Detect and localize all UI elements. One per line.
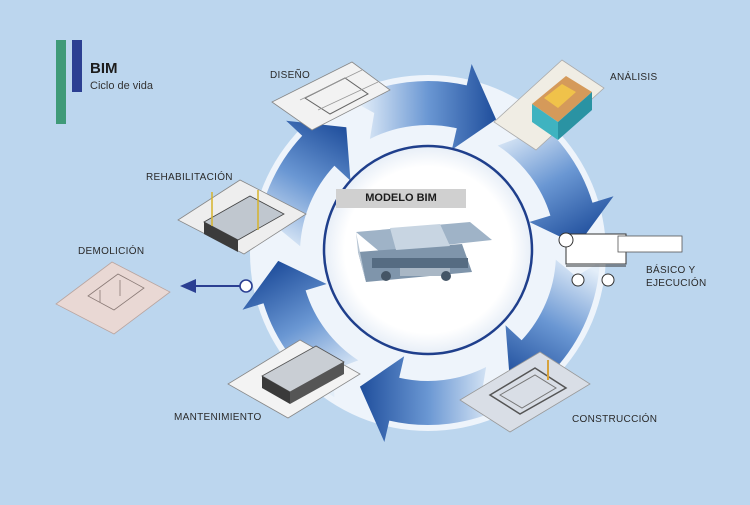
stage-label-analisis: ANÁLISIS bbox=[610, 72, 658, 83]
basico-thumbnail bbox=[558, 232, 683, 287]
stage-label-diseno: DISEÑO bbox=[270, 70, 311, 81]
demolicion-thumbnail bbox=[55, 261, 171, 335]
bim-model-icon bbox=[356, 222, 492, 282]
analisis-thumbnail bbox=[493, 59, 605, 151]
cycle-arrow-segment bbox=[349, 63, 497, 150]
stage-label-mantenimiento: MANTENIMIENTO bbox=[174, 412, 262, 423]
construccion-thumbnail bbox=[459, 351, 591, 433]
rehabilitacion-thumbnail bbox=[177, 179, 307, 255]
mantenimiento-thumbnail bbox=[227, 339, 361, 419]
page-title: BIM bbox=[90, 60, 118, 77]
cycle-arrows bbox=[242, 63, 614, 443]
accent-bar-blue bbox=[72, 40, 82, 92]
accent-bar-green bbox=[56, 40, 66, 124]
diseno-thumbnail bbox=[271, 61, 391, 131]
stage-label-basico-1: BÁSICO Y bbox=[646, 265, 696, 276]
cycle-arrow-segment bbox=[359, 356, 507, 443]
stage-label-demolicion: DEMOLICIÓN bbox=[78, 246, 145, 257]
stage-label-rehabilitacion: REHABILITACIÓN bbox=[146, 172, 233, 183]
demolicion-exit-arrow bbox=[180, 279, 253, 293]
title-block: BIM Ciclo de vida bbox=[56, 40, 216, 124]
stage-label-basico-2: EJECUCIÓN bbox=[646, 278, 707, 289]
cycle-arrow-segment bbox=[505, 259, 600, 386]
center-model-label: MODELO BIM bbox=[336, 189, 466, 208]
page-subtitle: Ciclo de vida bbox=[90, 80, 153, 92]
stage-label-construccion: CONSTRUCCIÓN bbox=[572, 414, 658, 425]
